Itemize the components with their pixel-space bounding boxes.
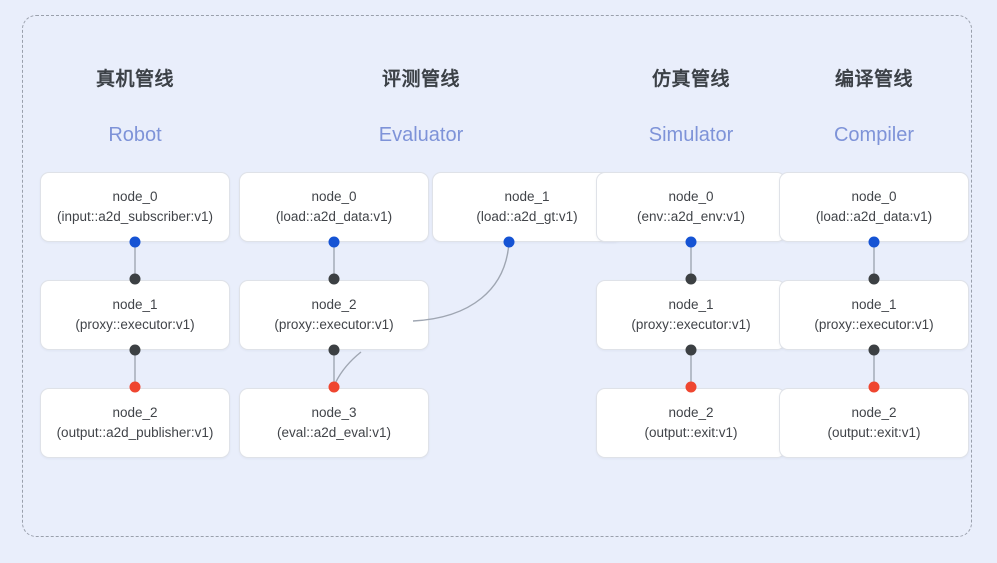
node-evaluator-1[interactable]: node_1 (load::a2d_gt:v1) [432, 172, 622, 242]
node-label-name: node_2 [851, 405, 897, 420]
node-simulator-0[interactable]: node_0 (env::a2d_env:v1) [596, 172, 786, 242]
node-label-type: (load::a2d_data:v1) [275, 209, 393, 224]
column-title-evaluator-cn: 评测管线 [381, 69, 461, 90]
node-label-name: node_1 [504, 189, 550, 204]
node-evaluator-2[interactable]: node_2 (proxy::executor:v1) [239, 280, 429, 350]
port-output-robot-1 [129, 344, 141, 356]
node-label-type: (proxy::executor:v1) [274, 317, 394, 332]
column-title-robot-cn: 真机管线 [95, 69, 175, 90]
node-label-type: (env::a2d_env:v1) [636, 209, 746, 224]
port-input-compiler-2 [868, 381, 880, 393]
node-label-name: node_1 [112, 297, 158, 312]
node-label-type: (eval::a2d_eval:v1) [276, 425, 392, 440]
node-robot-2[interactable]: node_2 (output::a2d_publisher:v1) [40, 388, 230, 458]
column-title-compiler-cn: 编译管线 [834, 69, 914, 90]
node-evaluator-0[interactable]: node_0 (load::a2d_data:v1) [239, 172, 429, 242]
port-input-compiler-1 [868, 273, 880, 285]
node-label-name: node_0 [851, 189, 897, 204]
column-title-simulator-en: Simulator [648, 124, 734, 146]
node-label-name: node_2 [311, 297, 357, 312]
diagram-dashed-frame [22, 15, 972, 537]
port-output-simulator-1 [685, 344, 697, 356]
node-simulator-2[interactable]: node_2 (output::exit:v1) [596, 388, 786, 458]
node-label-name: node_1 [668, 297, 714, 312]
column-title-evaluator-en: Evaluator [378, 124, 464, 146]
port-output-compiler-0 [868, 236, 880, 248]
node-label-name: node_0 [668, 189, 714, 204]
node-label-type: (output::a2d_publisher:v1) [56, 425, 214, 440]
port-output-evaluator-0 [328, 236, 340, 248]
port-output-robot-0 [129, 236, 141, 248]
node-label-type: (proxy::executor:v1) [75, 317, 195, 332]
port-input-evaluator-3 [328, 381, 340, 393]
port-output-simulator-0 [685, 236, 697, 248]
node-label-type: (load::a2d_gt:v1) [476, 209, 578, 224]
node-evaluator-3[interactable]: node_3 (eval::a2d_eval:v1) [239, 388, 429, 458]
node-robot-0[interactable]: node_0 (input::a2d_subscriber:v1) [40, 172, 230, 242]
node-label-type: (input::a2d_subscriber:v1) [56, 209, 214, 224]
node-compiler-1[interactable]: node_1 (proxy::executor:v1) [779, 280, 969, 350]
port-input-robot-2 [129, 381, 141, 393]
node-label-type: (output::exit:v1) [827, 425, 921, 440]
port-input-simulator-2 [685, 381, 697, 393]
node-robot-1[interactable]: node_1 (proxy::executor:v1) [40, 280, 230, 350]
port-input-robot-1 [129, 273, 141, 285]
node-label-name: node_0 [112, 189, 158, 204]
column-title-robot-en: Robot [108, 124, 162, 146]
port-output-evaluator-2 [328, 344, 340, 356]
column-title-simulator-cn: 仿真管线 [651, 69, 731, 90]
node-label-type: (proxy::executor:v1) [631, 317, 751, 332]
node-label-name: node_2 [112, 405, 158, 420]
node-compiler-2[interactable]: node_2 (output::exit:v1) [779, 388, 969, 458]
node-label-type: (proxy::executor:v1) [814, 317, 934, 332]
port-input-evaluator-2 [328, 273, 340, 285]
port-output-compiler-1 [868, 344, 880, 356]
node-label-name: node_3 [311, 405, 357, 420]
column-title-compiler-en: Compiler [833, 124, 915, 146]
node-label-type: (output::exit:v1) [644, 425, 738, 440]
node-label-name: node_1 [851, 297, 897, 312]
node-label-name: node_2 [668, 405, 714, 420]
node-compiler-0[interactable]: node_0 (load::a2d_data:v1) [779, 172, 969, 242]
node-label-type: (load::a2d_data:v1) [815, 209, 933, 224]
port-output-evaluator-1 [503, 236, 515, 248]
node-simulator-1[interactable]: node_1 (proxy::executor:v1) [596, 280, 786, 350]
port-input-simulator-1 [685, 273, 697, 285]
node-label-name: node_0 [311, 189, 357, 204]
